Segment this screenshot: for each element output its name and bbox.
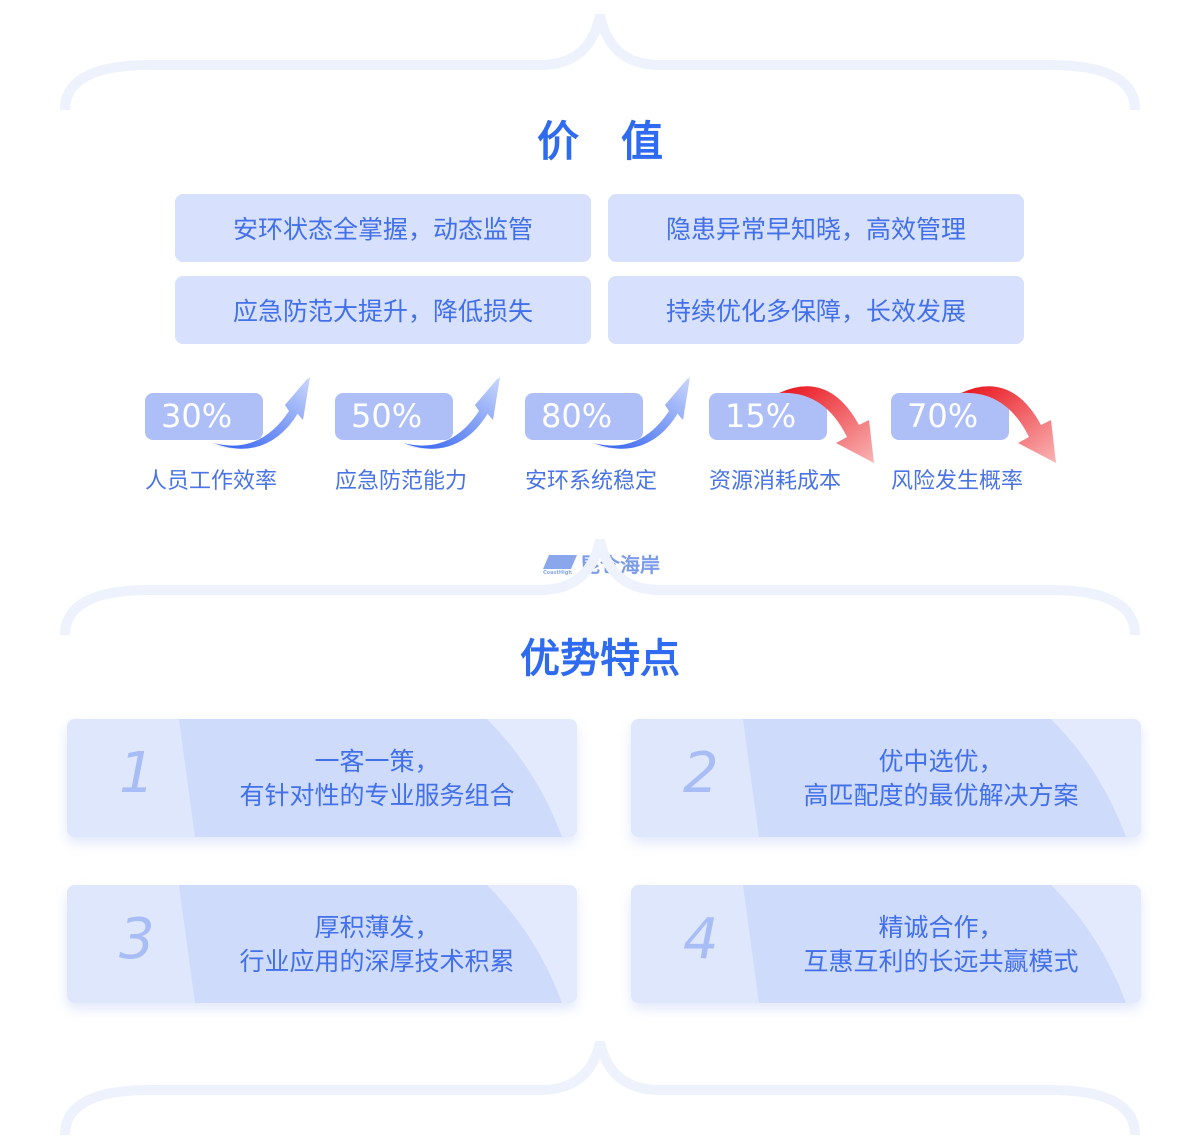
advantage-card: 1 一客一策， 有针对性的专业服务组合 (67, 719, 577, 837)
value-box: 安环状态全掌握，动态监管 (175, 194, 591, 262)
value-box: 应急防范大提升，降低损失 (175, 276, 591, 344)
metric-item: 70% 风险发生概率 (891, 375, 1066, 495)
card-decoration (631, 719, 1141, 837)
card-title: 优中选优， (878, 747, 1004, 776)
card-decoration (67, 719, 577, 837)
arrow-down-icon (779, 386, 874, 463)
arrow-up-icon (593, 377, 690, 449)
advantage-card: 2 优中选优， 高匹配度的最优解决方案 (631, 719, 1141, 837)
metric-label: 风险发生概率 (891, 469, 1024, 494)
card-number: 4 (683, 907, 719, 972)
card-decoration (67, 885, 577, 1003)
metric-item: 30% 人员工作效率 (145, 375, 320, 495)
metric-item: 50% 应急防范能力 (335, 375, 510, 495)
card-description: 有针对性的专业服务组合 (239, 781, 515, 810)
metric-item: 80% 安环系统稳定 (525, 375, 700, 495)
card-title: 精诚合作， (878, 913, 1004, 942)
metric-label: 应急防范能力 (335, 469, 468, 494)
arrow-up-icon (403, 377, 500, 449)
value-box: 持续优化多保障，长效发展 (608, 276, 1024, 344)
card-description: 互惠互利的长远共赢模式 (803, 947, 1079, 976)
metric-item: 15% 资源消耗成本 (709, 375, 884, 495)
arrow-down-icon (961, 386, 1056, 463)
metric-label: 人员工作效率 (145, 469, 278, 494)
card-title: 厚积薄发， (314, 913, 440, 942)
metric-value: 50% (335, 393, 453, 440)
value-box: 隐患异常早知晓，高效管理 (608, 194, 1024, 262)
brace-middle-decoration (60, 538, 1140, 636)
metric-value: 80% (525, 393, 643, 440)
metric-label: 资源消耗成本 (709, 469, 842, 494)
advantage-card: 4 精诚合作， 互惠互利的长远共赢模式 (631, 885, 1141, 1003)
card-number: 1 (119, 741, 155, 806)
advantage-card: 3 厚积薄发， 行业应用的深厚技术积累 (67, 885, 577, 1003)
metric-value: 70% (891, 393, 1009, 440)
brace-bottom-decoration (60, 1040, 1140, 1136)
value-section-title: 价 值 (536, 117, 663, 166)
metric-label: 安环系统稳定 (525, 469, 658, 494)
card-description: 行业应用的深厚技术积累 (239, 947, 515, 976)
metric-value: 15% (709, 393, 827, 440)
card-number: 2 (683, 741, 719, 806)
brace-top-decoration (60, 13, 1140, 111)
arrow-up-icon (213, 377, 310, 449)
card-decoration (631, 885, 1141, 1003)
card-number: 3 (119, 907, 155, 972)
svg-text:CoastHigh: CoastHigh (543, 570, 572, 575)
advantages-section-title: 优势特点 (520, 636, 680, 682)
card-title: 一客一策， (314, 747, 440, 776)
logo-mark-icon: CoastHigh (543, 554, 577, 575)
card-description: 高匹配度的最优解决方案 (803, 781, 1079, 810)
metric-value: 30% (145, 393, 263, 440)
